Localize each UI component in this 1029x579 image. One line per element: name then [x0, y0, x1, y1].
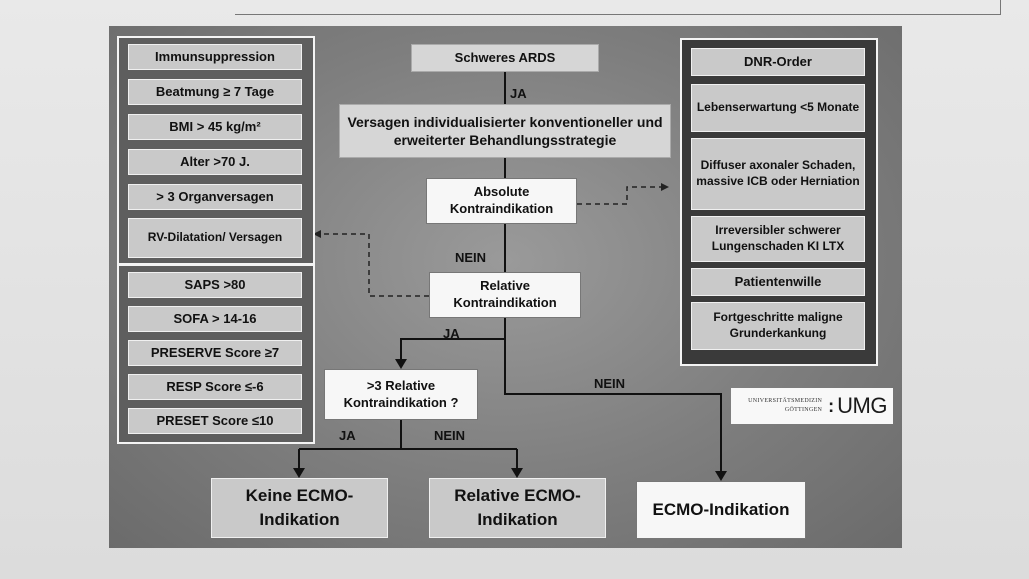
- flowchart-slide: Immunsuppression Beatmung ≥ 7 Tage BMI >…: [109, 26, 902, 548]
- score-box: SOFA > 14-16: [128, 306, 302, 332]
- contraindication-box: Diffuser axonaler Schaden, massive ICB o…: [691, 138, 865, 210]
- label-nein: NEIN: [594, 376, 626, 391]
- treatment-failure-box: Versagen individualisierter konventionel…: [339, 104, 671, 158]
- score-box: PRESERVE Score ≥7: [128, 340, 302, 366]
- logo-university-text: UNIVERSITÄTSMEDIZIN GÖTTINGEN: [748, 398, 823, 413]
- score-box: RESP Score ≤-6: [128, 374, 302, 400]
- contraindication-box: DNR-Order: [691, 48, 865, 76]
- outcome-relative-ecmo: Relative ECMO-Indikation: [429, 478, 606, 538]
- criterion-box: Alter >70 J.: [128, 149, 302, 175]
- outcome-no-ecmo: Keine ECMO-Indikation: [211, 478, 388, 538]
- outcome-ecmo: ECMO-Indikation: [636, 481, 806, 539]
- label-ja: JA: [339, 428, 356, 443]
- label-ja: JA: [443, 326, 460, 341]
- score-box: SAPS >80: [128, 272, 302, 298]
- panel-scores: SAPS >80 SOFA > 14-16 PRESERVE Score ≥7 …: [117, 264, 315, 444]
- relative-contraindication-box: Relative Kontraindikation: [429, 272, 581, 318]
- contraindication-box: Patientenwille: [691, 268, 865, 296]
- panel-patient-factors: Immunsuppression Beatmung ≥ 7 Tage BMI >…: [117, 36, 315, 265]
- criterion-box: > 3 Organversagen: [128, 184, 302, 210]
- label-nein: NEIN: [434, 428, 466, 443]
- label-nein: NEIN: [455, 250, 487, 265]
- absolute-contraindication-box: Absolute Kontraindikation: [426, 178, 577, 224]
- label-ja: JA: [510, 86, 527, 101]
- contraindication-box: Irreversibler schwerer Lungenschaden KI …: [691, 216, 865, 262]
- criterion-box: Immunsuppression: [128, 44, 302, 70]
- panel-absolute-contraindications: DNR-Order Lebenserwartung <5 Monate Diff…: [680, 38, 878, 366]
- score-box: PRESET Score ≤10: [128, 408, 302, 434]
- contraindication-box: Fortgeschritte maligne Grunderkankung: [691, 302, 865, 350]
- logo-mark: UMG: [837, 393, 887, 418]
- contraindication-box: Lebenserwartung <5 Monate: [691, 84, 865, 132]
- connector-lines: [293, 72, 727, 481]
- criterion-box: BMI > 45 kg/m²: [128, 114, 302, 140]
- criterion-box: RV-Dilatation/ Versagen: [128, 218, 302, 258]
- logo-separator: :: [828, 395, 835, 416]
- criterion-box: Beatmung ≥ 7 Tage: [128, 79, 302, 105]
- umg-logo: UNIVERSITÄTSMEDIZIN GÖTTINGEN : UMG: [731, 388, 893, 424]
- paper-edge: [235, 0, 1001, 15]
- more-than-3-relative-box: >3 Relative Kontraindikation ?: [324, 369, 478, 420]
- start-box: Schweres ARDS: [411, 44, 599, 72]
